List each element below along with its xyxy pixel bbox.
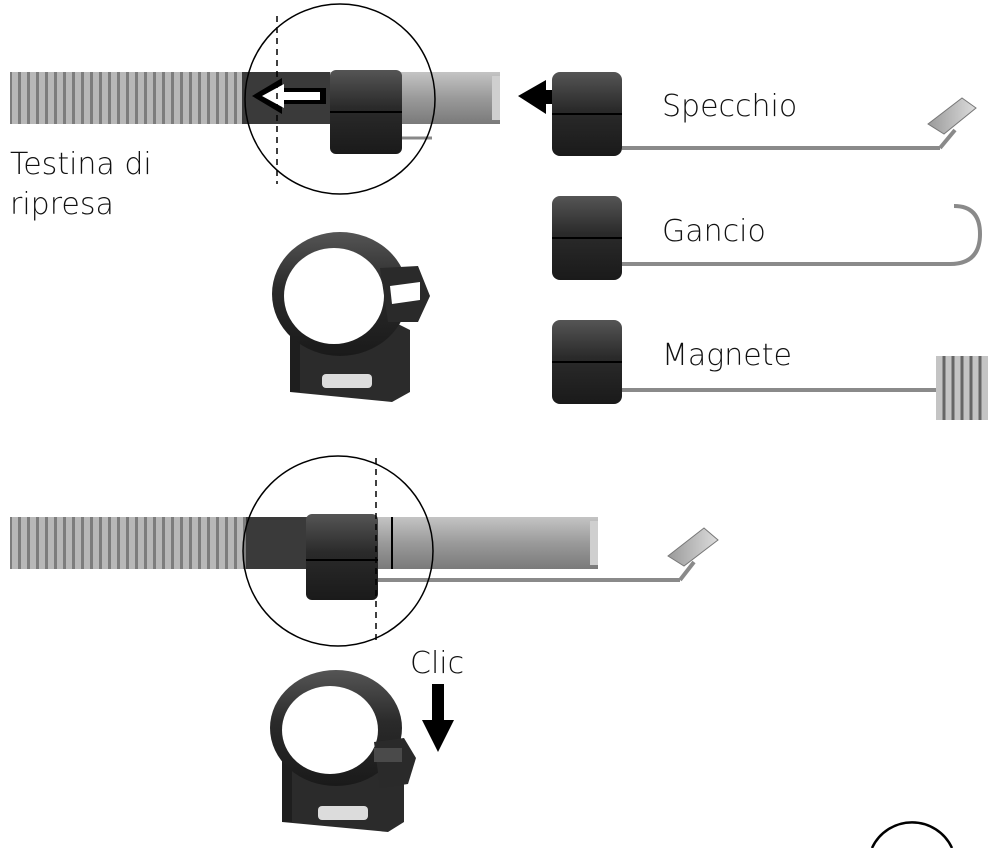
camera-head-top <box>10 72 500 124</box>
corner-circle-fragment <box>870 821 954 848</box>
magnify-circle-top <box>244 3 436 195</box>
arrow-left-icon <box>252 78 326 114</box>
arrow-down-icon <box>422 684 454 752</box>
clip-on-camera-top <box>330 70 432 154</box>
clip-on-camera-bottom <box>306 514 378 600</box>
clip-closed-detail <box>270 670 416 832</box>
magnet-tip <box>552 320 988 420</box>
camera-head-label-line1: Testina di <box>10 147 152 182</box>
mirror-label: Specchio <box>662 89 798 124</box>
hook-tip <box>552 196 983 280</box>
click-label: Clic <box>410 646 465 681</box>
magnify-circle-bottom <box>242 455 434 647</box>
magnet-label: Magnete <box>662 338 792 373</box>
camera-head-label-line2: ripresa <box>10 187 114 222</box>
mirror-tip <box>552 72 977 156</box>
hook-label: Gancio <box>662 214 766 249</box>
camera-head-bottom <box>10 517 598 569</box>
clip-open-detail <box>272 232 430 402</box>
